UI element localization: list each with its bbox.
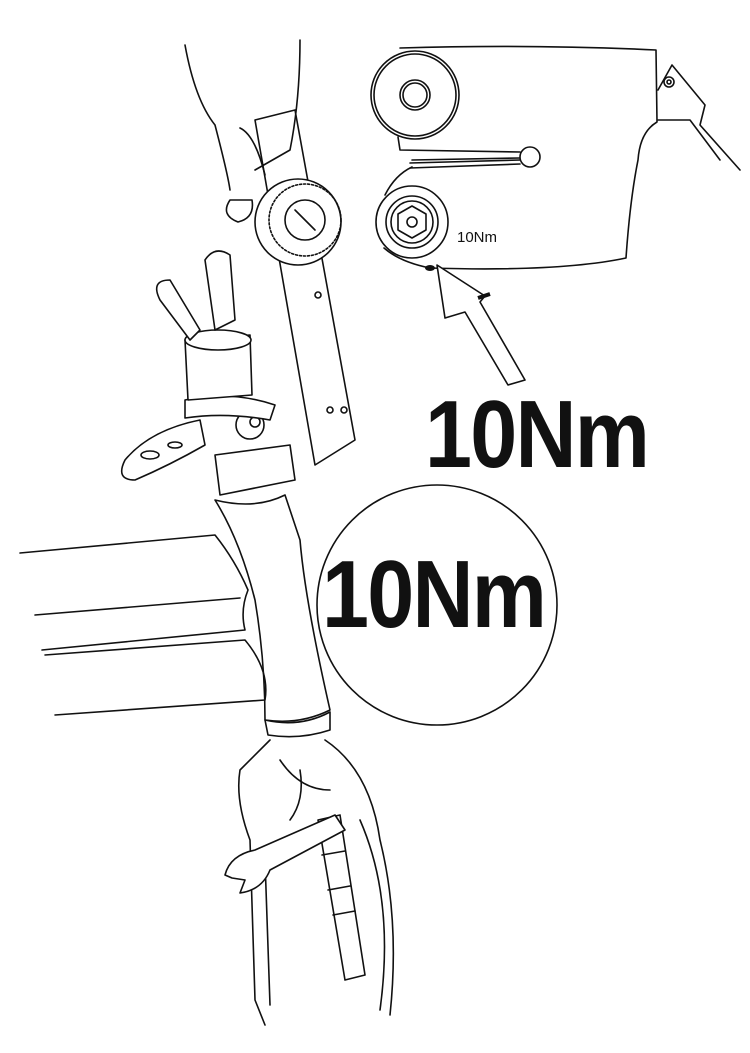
torque-wrench (254, 109, 356, 466)
fork (237, 739, 395, 1026)
torque-callout-circle (316, 484, 558, 726)
headline-torque-label: 10Nm (425, 381, 650, 488)
inset-torque-label: 10Nm (457, 229, 498, 246)
frame-top-tube (19, 534, 267, 716)
open-wrench (224, 814, 346, 894)
stem-clamp (120, 250, 296, 496)
circle-torque-label: 10Nm (322, 541, 547, 648)
arrow-icon (436, 264, 526, 386)
screw-marker (425, 265, 435, 271)
head-tube (214, 494, 331, 738)
inset-stem-detail (370, 45, 741, 271)
hand (184, 39, 301, 223)
